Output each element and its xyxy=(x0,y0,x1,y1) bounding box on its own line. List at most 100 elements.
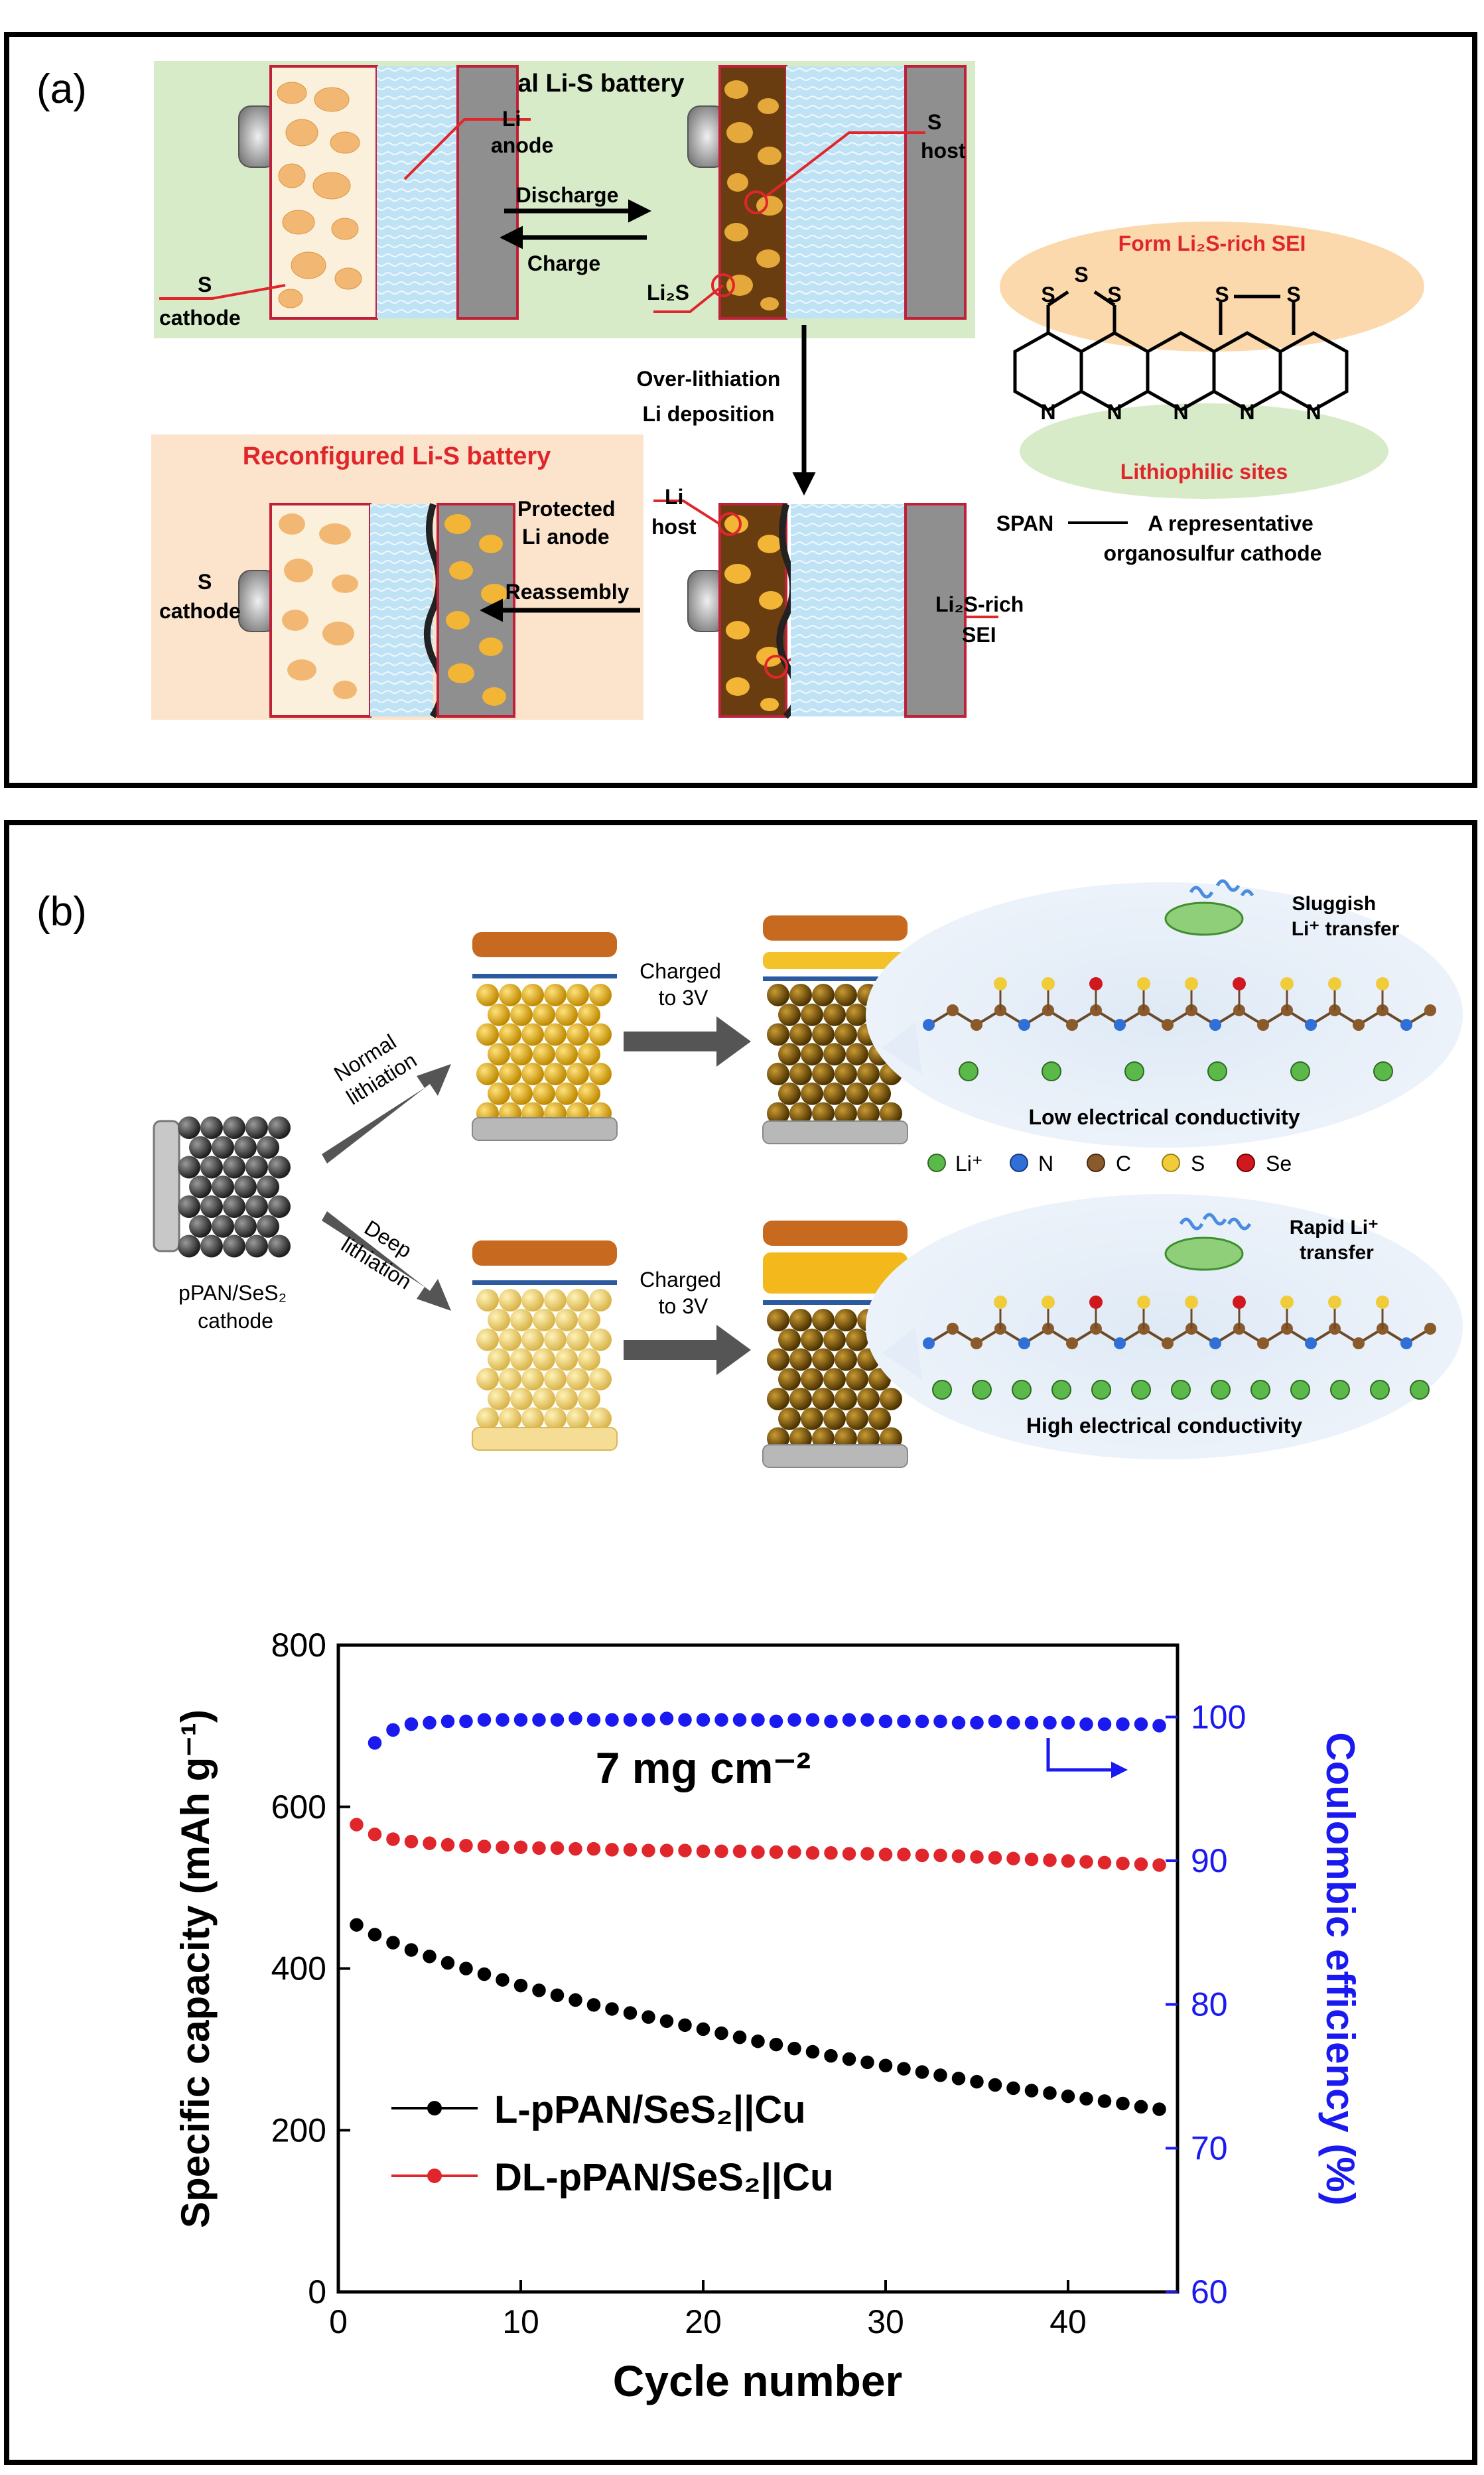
series-1-point xyxy=(1005,1851,1022,1867)
particle xyxy=(868,1082,891,1105)
normal-label: Normal lithiation xyxy=(328,1026,421,1110)
particle xyxy=(245,1116,268,1139)
series-1-point xyxy=(549,1840,565,1856)
n-atom xyxy=(1114,1019,1126,1031)
reassembly-label: Reassembly xyxy=(506,580,630,604)
c-atom xyxy=(1066,1019,1078,1031)
particle xyxy=(778,1407,801,1430)
particle xyxy=(555,1082,578,1105)
y-left-tick-label: 600 xyxy=(271,1788,326,1826)
legend-label-li: Li⁺ xyxy=(955,1152,983,1175)
particle xyxy=(801,1003,823,1026)
se-atom xyxy=(1089,977,1103,990)
particle xyxy=(510,1387,533,1410)
particle xyxy=(767,1023,789,1046)
li-ion xyxy=(1207,1061,1227,1081)
series-0-point xyxy=(385,1934,401,1951)
legend-label-se: Se xyxy=(1266,1152,1292,1175)
charged-label-1: Charged to 3V xyxy=(640,959,727,1010)
li-ion xyxy=(959,1061,978,1081)
lithiophilic-label: Lithiophilic sites xyxy=(1120,460,1288,484)
particle xyxy=(521,1328,544,1351)
s-atom xyxy=(994,977,1007,990)
particle xyxy=(835,1102,857,1125)
n-atom xyxy=(1400,1019,1412,1031)
chart-legend: L-pPAN/SeS₂||Cu DL-pPAN/SeS₂||Cu xyxy=(391,2088,834,2199)
y-left-tick-label: 0 xyxy=(308,2273,326,2310)
series-0-point xyxy=(604,2001,620,2017)
series-1-point xyxy=(1097,1855,1113,1871)
series-1-point xyxy=(823,1845,839,1861)
y-right-tick-label: 60 xyxy=(1191,2273,1228,2310)
bubble-sluggish xyxy=(866,882,1463,1148)
n-atom xyxy=(923,1019,935,1031)
series-0-point xyxy=(440,1955,456,1971)
series-1-point xyxy=(713,1843,730,1859)
svg-text:S: S xyxy=(1041,283,1055,306)
particle xyxy=(801,1368,823,1391)
series-0-point xyxy=(1024,2082,1040,2099)
n-atom xyxy=(1305,1337,1317,1349)
series-2-point xyxy=(786,1711,803,1728)
particle xyxy=(555,1387,578,1410)
polymer-chain-deep xyxy=(923,1296,1436,1400)
n-atom xyxy=(1018,1019,1030,1031)
series-1-point xyxy=(768,1844,784,1860)
series-2-point xyxy=(549,1711,565,1728)
particle xyxy=(178,1195,200,1218)
particle xyxy=(234,1136,257,1159)
s-atom xyxy=(1137,1296,1150,1309)
particle xyxy=(778,1368,801,1391)
particle xyxy=(589,1023,612,1046)
stack-normal-before xyxy=(472,932,618,1141)
particle xyxy=(823,1082,846,1105)
low-cond-label: Low electrical conductivity xyxy=(1029,1105,1300,1129)
c-atom xyxy=(1162,1337,1174,1349)
li-ion xyxy=(1131,1380,1151,1400)
particle xyxy=(499,984,521,1006)
series-1-point xyxy=(1114,1855,1131,1871)
particle xyxy=(846,1328,868,1351)
series-1-point xyxy=(1078,1853,1095,1870)
n-atom xyxy=(1018,1337,1030,1349)
particle xyxy=(767,984,789,1006)
particle xyxy=(533,1387,555,1410)
particle xyxy=(812,1309,835,1331)
y-left-label: Specific capacity (mAh g⁻¹) xyxy=(173,1709,218,2228)
particle xyxy=(476,1407,499,1430)
series-0-point xyxy=(750,2033,766,2049)
series-2-point xyxy=(768,1713,784,1729)
particle xyxy=(544,1407,567,1430)
y-right-tick-label: 70 xyxy=(1191,2129,1228,2167)
particle xyxy=(589,984,612,1006)
series-1-point xyxy=(750,1844,766,1860)
legend-label-c: C xyxy=(1116,1152,1131,1175)
series-0-point xyxy=(1005,2080,1022,2096)
series-1-point xyxy=(531,1840,547,1856)
x-tick-label: 40 xyxy=(1049,2303,1087,2340)
particle xyxy=(846,1368,868,1391)
particle xyxy=(268,1195,291,1218)
s-atom xyxy=(1280,1296,1294,1309)
li-ion xyxy=(1250,1380,1270,1400)
series-2-point xyxy=(440,1713,456,1729)
series-0-point xyxy=(987,2077,1003,2093)
li-ion xyxy=(1410,1380,1430,1400)
particle xyxy=(778,1082,801,1105)
series-1-point xyxy=(932,1847,949,1863)
particle xyxy=(521,1368,544,1390)
particle xyxy=(200,1195,223,1218)
series-2-point xyxy=(531,1711,547,1728)
series-marks xyxy=(348,1710,1168,2117)
series-1-point xyxy=(878,1846,894,1863)
series-2-point xyxy=(1005,1715,1022,1731)
series-0-point xyxy=(348,1916,365,1933)
series-1-point xyxy=(677,1842,693,1859)
series-2-point xyxy=(878,1713,894,1729)
particle xyxy=(812,1388,835,1410)
li-ion xyxy=(1370,1380,1390,1400)
li-ion xyxy=(1124,1061,1144,1081)
discharge-charge-arrows xyxy=(500,199,651,249)
panel-a-frame xyxy=(4,32,1477,788)
